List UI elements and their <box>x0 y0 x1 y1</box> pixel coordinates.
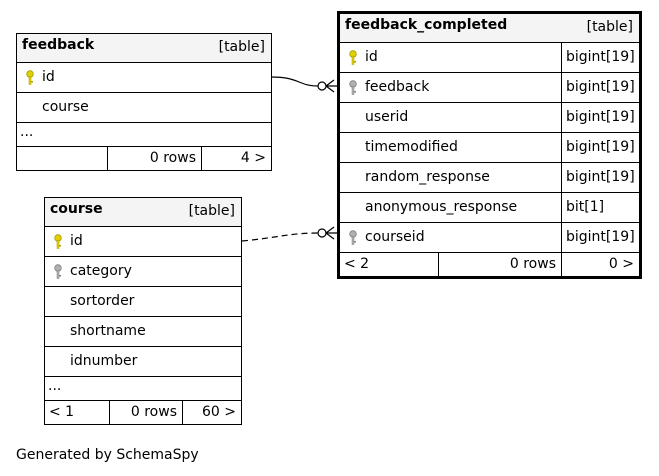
column-row: feedback bigint[19] <box>340 73 639 103</box>
table-footer: < 1 0 rows 60 > <box>45 401 241 424</box>
column-name: sortorder <box>70 293 135 309</box>
column-type: bigint[19] <box>561 43 639 72</box>
row-count: 0 rows <box>438 253 561 276</box>
children-count[interactable]: 0 > <box>561 253 639 276</box>
children-count[interactable]: 4 > <box>201 147 271 170</box>
column-row: category <box>45 257 241 287</box>
column-name: anonymous_response <box>365 199 518 215</box>
edge-feedback-to-feedback-completed <box>270 76 319 87</box>
table-kind: [table] <box>188 203 235 219</box>
children-count[interactable]: 60 > <box>182 401 241 424</box>
column-row: anonymous_response bit[1] <box>340 193 639 223</box>
table-kind: [table] <box>218 39 265 55</box>
column-row: id bigint[19] <box>340 43 639 73</box>
column-type: bigint[19] <box>561 133 639 162</box>
column-row: timemodified bigint[19] <box>340 133 639 163</box>
column-name: userid <box>365 109 409 125</box>
column-name: feedback <box>365 79 430 95</box>
column-type: bigint[19] <box>561 73 639 102</box>
table-name: course <box>50 201 103 217</box>
column-row: userid bigint[19] <box>340 103 639 133</box>
table-footer: 0 rows 4 > <box>17 147 271 170</box>
column-row: id <box>45 227 241 257</box>
more-columns-ellipsis: ... <box>17 123 271 147</box>
column-name: course <box>42 99 89 115</box>
more-columns-ellipsis: ... <box>45 377 241 401</box>
parents-count <box>17 147 107 170</box>
column-row: sortorder <box>45 287 241 317</box>
column-name: random_response <box>365 169 490 185</box>
edge-course-crow-foot <box>325 226 338 240</box>
column-name: shortname <box>70 323 146 339</box>
edge-course-zero-marker <box>317 228 327 238</box>
table-header: feedback [table] <box>17 34 271 63</box>
primary-key-icon <box>349 50 357 65</box>
parents-count[interactable]: < 1 <box>49 404 75 420</box>
column-name: idnumber <box>70 353 138 369</box>
column-type: bit[1] <box>561 193 639 222</box>
table-name: feedback_completed <box>345 17 508 33</box>
table-header: course [table] <box>45 198 241 227</box>
table-footer: < 2 0 rows 0 > <box>340 253 639 276</box>
column-name: courseid <box>365 229 425 245</box>
table-feedback-completed[interactable]: feedback_completed [table] id bigint[19]… <box>337 11 642 279</box>
generated-by-label: Generated by SchemaSpy <box>16 447 199 463</box>
column-row: course <box>17 93 271 123</box>
column-name: id <box>365 49 378 65</box>
column-name: id <box>70 233 83 249</box>
parents-count[interactable]: < 2 <box>344 256 370 272</box>
column-name: id <box>42 69 55 85</box>
table-course[interactable]: course [table] id category sortorder sho… <box>44 197 242 425</box>
foreign-key-icon <box>54 264 62 279</box>
column-name: timemodified <box>365 139 458 155</box>
table-name: feedback <box>22 37 95 53</box>
row-count: 0 rows <box>107 147 201 170</box>
column-name: category <box>70 263 132 279</box>
primary-key-icon <box>54 234 62 249</box>
column-row: idnumber <box>45 347 241 377</box>
table-header: feedback_completed [table] <box>340 14 639 43</box>
foreign-key-icon <box>349 80 357 95</box>
foreign-key-icon <box>349 230 357 245</box>
column-type: bigint[19] <box>561 223 639 252</box>
table-kind: [table] <box>586 19 633 35</box>
column-row: courseid bigint[19] <box>340 223 639 253</box>
edge-course-to-feedback-completed <box>241 232 319 242</box>
edge-feedback-zero-marker <box>317 81 327 91</box>
column-row: random_response bigint[19] <box>340 163 639 193</box>
primary-key-icon <box>26 70 34 85</box>
column-type: bigint[19] <box>561 163 639 192</box>
column-type: bigint[19] <box>561 103 639 132</box>
column-row: id <box>17 63 271 93</box>
table-feedback[interactable]: feedback [table] id course ... 0 rows 4 … <box>16 33 272 171</box>
row-count: 0 rows <box>109 401 182 424</box>
edge-feedback-crow-foot <box>325 79 338 93</box>
column-row: shortname <box>45 317 241 347</box>
